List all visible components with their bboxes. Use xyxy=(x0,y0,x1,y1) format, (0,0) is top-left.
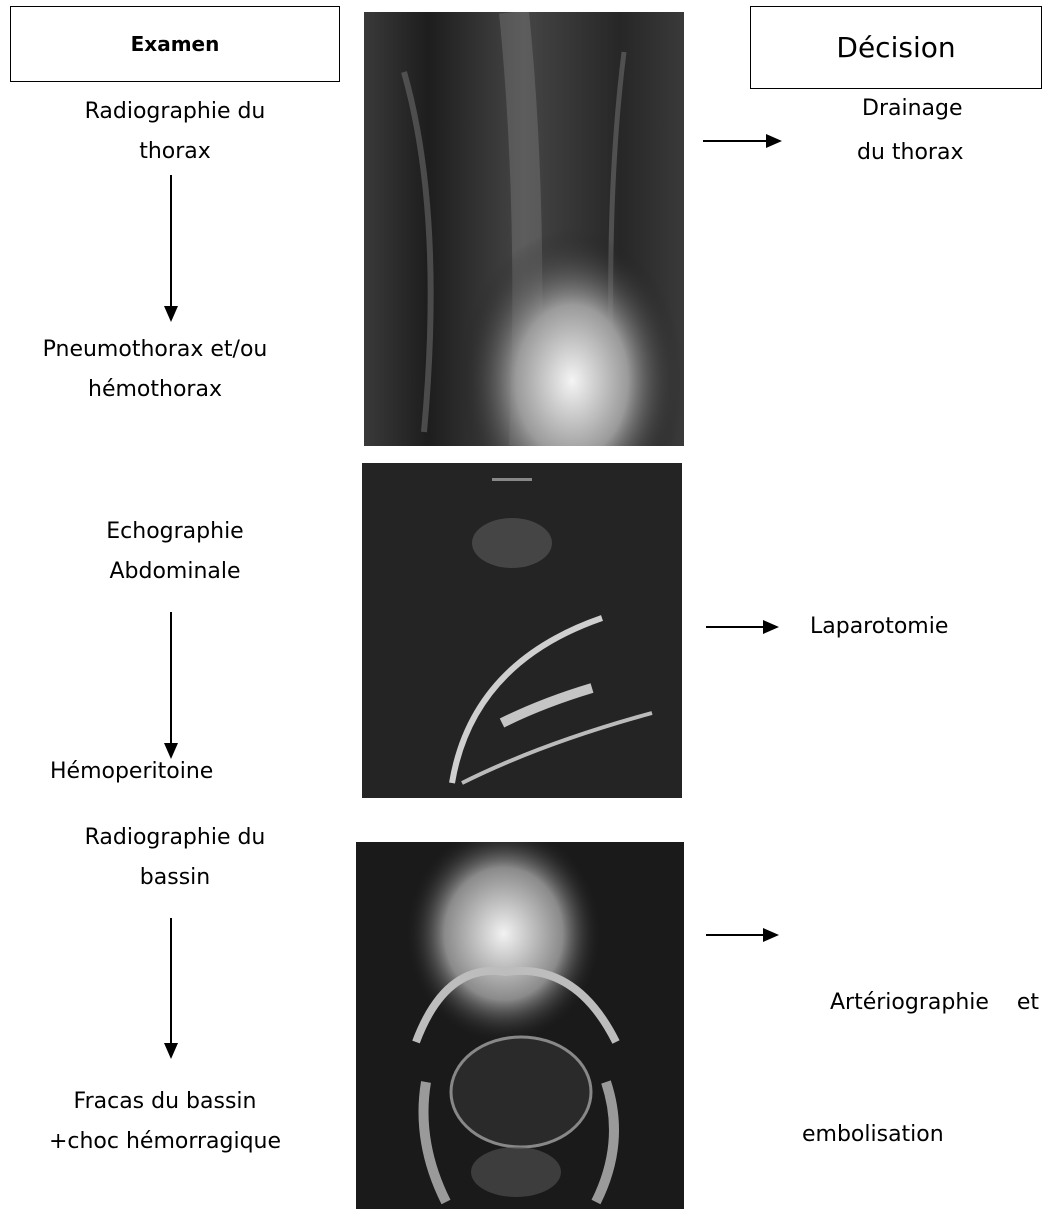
arrow-right-icon xyxy=(763,620,779,634)
decision-label-thorax: Drainage du thorax xyxy=(862,87,963,175)
exam-label-line: Echographie xyxy=(10,512,340,552)
finding-label-line: hémothorax xyxy=(0,370,310,410)
exam-header-label: Examen xyxy=(131,32,220,56)
finding-label-line: Hémoperitoine xyxy=(50,752,250,792)
finding-label-line: Fracas du bassin xyxy=(0,1082,330,1122)
decision-label-abdomen: Laparotomie xyxy=(810,605,948,649)
decision-label-line: Artériographie et xyxy=(802,981,1039,1025)
decision-arrow-shaft xyxy=(703,140,767,142)
decision-arrow-shaft xyxy=(706,934,764,936)
finding-label-line: Pneumothorax et/ou xyxy=(0,330,310,370)
decision-label-line: embolisation xyxy=(802,1113,1039,1157)
decision-label-line: Laparotomie xyxy=(810,605,948,649)
arrow-right-icon xyxy=(763,928,779,942)
exam-label-line: thorax xyxy=(10,132,340,172)
chest-xray-image xyxy=(364,12,684,446)
decision-label-line: du thorax xyxy=(857,131,963,175)
arrow-right-icon xyxy=(766,134,782,148)
decision-header-label: Décision xyxy=(836,31,955,64)
decision-arrow-shaft xyxy=(706,626,764,628)
flow-arrow-shaft xyxy=(170,175,172,307)
finding-label-thorax: Pneumothorax et/ou hémothorax xyxy=(0,330,310,410)
exam-column-header: Examen xyxy=(10,6,340,82)
arrow-down-icon xyxy=(164,306,178,322)
exam-label-abdomen: Echographie Abdominale xyxy=(10,512,340,592)
pelvis-xray-image xyxy=(356,842,684,1209)
abdominal-ultrasound-image xyxy=(362,463,682,798)
decision-column-header: Décision xyxy=(750,6,1042,89)
decision-label-pelvis: Artériographie et embolisation xyxy=(802,893,1039,1201)
exam-label-line: Radiographie du xyxy=(10,818,340,858)
flow-arrow-shaft xyxy=(170,918,172,1044)
exam-label-line: bassin xyxy=(10,858,340,898)
exam-label-thorax: Radiographie du thorax xyxy=(10,92,340,172)
finding-label-line: +choc hémorragique xyxy=(0,1122,330,1162)
arrow-down-icon xyxy=(164,1043,178,1059)
flow-arrow-shaft xyxy=(170,612,172,744)
exam-label-pelvis: Radiographie du bassin xyxy=(10,818,340,898)
exam-label-line: Radiographie du xyxy=(10,92,340,132)
finding-label-abdomen: Hémoperitoine xyxy=(50,752,250,792)
exam-label-line: Abdominale xyxy=(10,552,340,592)
finding-label-pelvis: Fracas du bassin +choc hémorragique xyxy=(0,1082,330,1162)
decision-label-line: Drainage xyxy=(862,87,963,131)
